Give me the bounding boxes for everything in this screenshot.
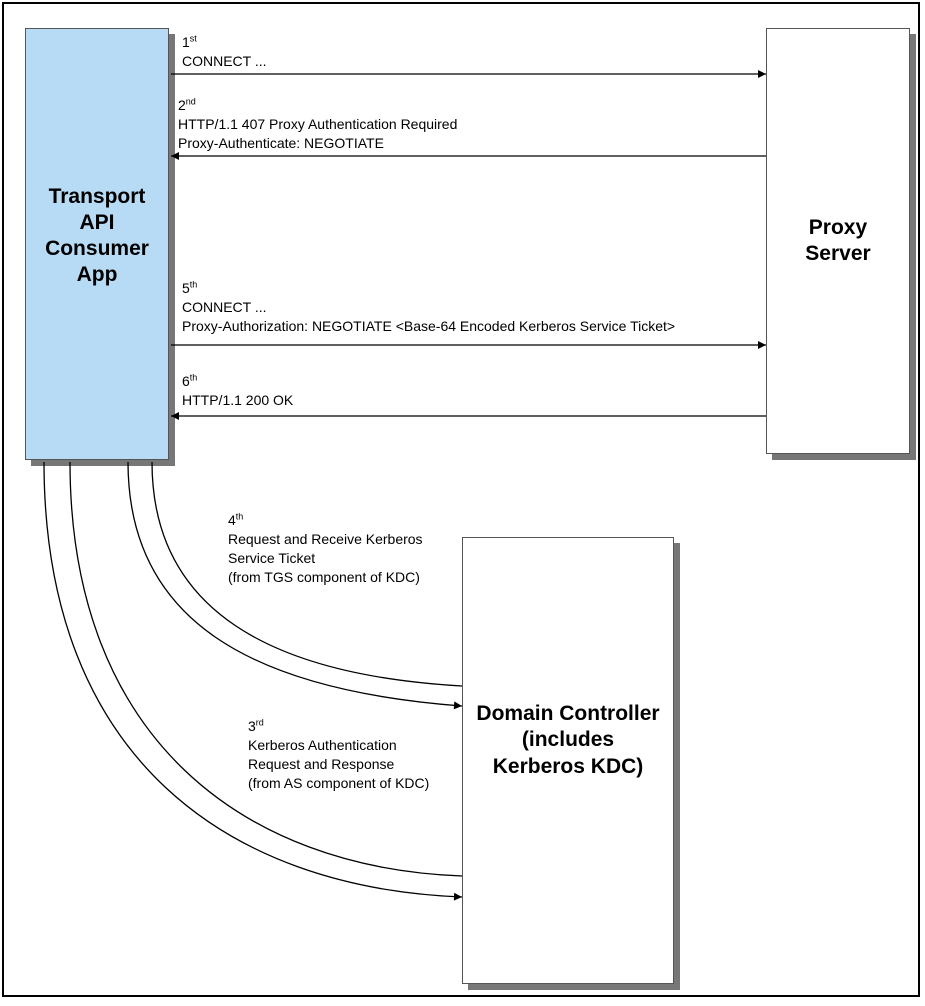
message-6-order: 6th [182, 372, 198, 389]
message-4: 4th Request and Receive Kerberos Service… [228, 511, 423, 587]
app-label-line: Transport [48, 184, 146, 208]
message-6-line: HTTP/1.1 200 OK [182, 392, 294, 408]
message-5: 5th CONNECT ... Proxy-Authorization: NEG… [182, 279, 675, 336]
message-1-order: 1st [182, 33, 197, 50]
domain-controller-box: Domain Controller (includes Kerberos KDC… [462, 537, 674, 984]
message-3: 3rd Kerberos Authentication Request and … [248, 717, 429, 793]
message-4-line: (from TGS component of KDC) [228, 569, 420, 585]
app-label-line: Consumer [45, 237, 149, 260]
app-box-label: Transport API Consumer App [45, 184, 149, 289]
message-3-line: (from AS component of KDC) [248, 775, 430, 791]
message-4-line: Request and Receive Kerberos [228, 531, 423, 547]
app-label-line: API [79, 210, 115, 234]
message-1-line: CONNECT ... [182, 53, 267, 69]
dc-label-line: Kerberos KDC) [492, 754, 644, 778]
app-label-line: App [76, 263, 118, 287]
message-3-order: 3rd [248, 717, 264, 734]
dc-box-label: Domain Controller (includes Kerberos KDC… [476, 701, 659, 780]
message-2-line: Proxy-Authenticate: NEGOTIATE [178, 135, 384, 151]
message-2: 2nd HTTP/1.1 407 Proxy Authentication Re… [178, 96, 457, 153]
message-4-line: Service Ticket [228, 550, 316, 566]
arrow-4-outer-curve [127, 461, 463, 710]
arrow-3-inner-curve [69, 461, 463, 877]
proxy-label-line: Server [805, 242, 871, 265]
transport-api-consumer-app-box: Transport API Consumer App [25, 28, 169, 460]
proxy-box-label: Proxy Server [805, 215, 870, 268]
message-2-order: 2nd [178, 96, 196, 113]
message-1: 1st CONNECT ... [182, 33, 267, 71]
message-4-order: 4th [228, 511, 244, 528]
message-2-line: HTTP/1.1 407 Proxy Authentication Requir… [178, 116, 458, 132]
message-6: 6th HTTP/1.1 200 OK [182, 372, 293, 410]
proxy-server-box: Proxy Server [766, 28, 910, 454]
proxy-label-line: Proxy [808, 215, 868, 239]
message-5-order: 5th [182, 279, 198, 296]
arrow-4-inner-curve [151, 461, 463, 687]
message-5-line: Proxy-Authorization: NEGOTIATE <Base-64 … [182, 318, 676, 334]
message-5-line: CONNECT ... [182, 299, 267, 315]
message-3-line: Kerberos Authentication [248, 737, 397, 753]
dc-label-line: (includes [521, 728, 615, 752]
dc-label-line: Domain Controller [476, 702, 660, 726]
arrow-3-outer-curve [43, 461, 463, 901]
message-3-line: Request and Response [248, 756, 395, 772]
